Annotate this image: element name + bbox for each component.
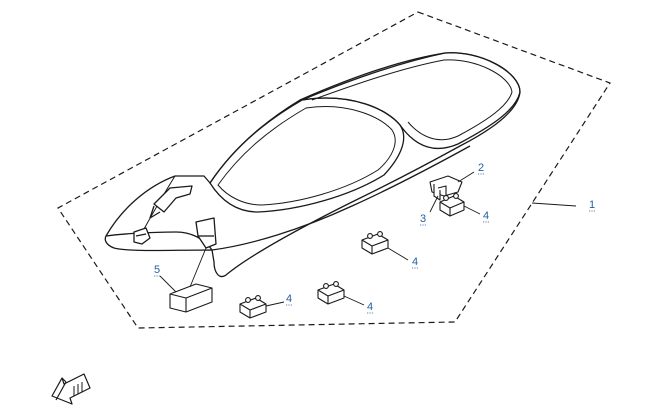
callout-4-front-left[interactable]: 4 [286,293,292,305]
foam-pad [169,283,213,313]
cushion-1 [439,193,465,217]
callout-5[interactable]: 5 [154,264,160,276]
callout-underlines [154,173,596,314]
cushion-2 [361,231,389,255]
callout-3[interactable]: 3 [420,213,426,225]
cushion-4 [239,295,267,319]
front-direction-arrow-icon [51,373,91,405]
assembly-boundary [57,11,611,329]
callout-4-rear[interactable]: 4 [483,210,489,222]
callout-4-front-right[interactable]: 4 [367,301,373,313]
cushion-3 [317,281,345,305]
seat [104,52,521,278]
callouts: 1 2 3 4 4 4 4 5 [154,162,595,313]
callout-4-mid[interactable]: 4 [412,256,418,268]
callout-1[interactable]: 1 [589,199,595,211]
callout-2[interactable]: 2 [478,162,484,174]
leader-lines [159,171,577,307]
